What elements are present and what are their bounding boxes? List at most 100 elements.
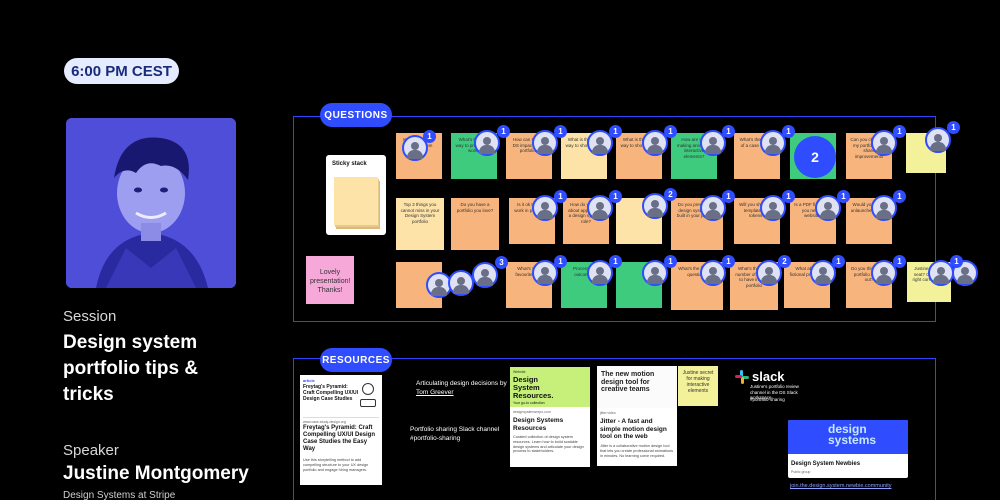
reaction-count-badge: 1	[722, 255, 735, 268]
resources-board[interactable]	[293, 358, 936, 500]
reaction-count-badge: 1	[893, 125, 906, 138]
ds-newbies-card[interactable]: design systems Design System Newbies Pub…	[788, 420, 908, 478]
ds-resources-card[interactable]: Website Design System Resources. Your go…	[510, 367, 590, 467]
reaction-count-badge: 1	[950, 255, 963, 268]
user-avatar-icon[interactable]	[642, 260, 668, 286]
user-avatar-icon[interactable]	[871, 130, 897, 156]
reaction-count-badge-large[interactable]: 2	[794, 136, 836, 178]
sticky-stack[interactable]: Sticky stack	[326, 155, 386, 235]
jitter-desc: Jitter is a collaborative motion design …	[600, 444, 674, 458]
user-avatar-icon[interactable]	[587, 130, 613, 156]
ds-resources-banner: Website Design System Resources. Your go…	[510, 367, 590, 407]
questions-board[interactable]	[293, 116, 936, 322]
speaker-name: Justine Montgomery	[63, 463, 249, 484]
user-avatar-icon[interactable]	[587, 260, 613, 286]
sticky-note[interactable]: Will you share the template with tokens?	[734, 198, 780, 244]
reaction-count-badge: 1	[837, 190, 850, 203]
jitter-title: Jitter - A fast and simple motion design…	[600, 418, 667, 440]
reaction-count-badge: 1	[832, 255, 845, 268]
session-label: Session	[63, 308, 117, 325]
reaction-count-badge: 1	[947, 121, 960, 134]
jitter-card[interactable]: The new motion design tool for creative …	[597, 366, 677, 466]
freytag-article-card[interactable]: article Freytag's Pyramid: Craft Compell…	[300, 375, 382, 485]
user-avatar-icon[interactable]	[472, 262, 498, 288]
slack-desc-channel[interactable]: #portfolio-sharing	[750, 397, 785, 402]
reaction-count-badge: 2	[664, 188, 677, 201]
user-avatar-icon[interactable]	[474, 130, 500, 156]
jitter-url: jitter.video	[600, 411, 616, 415]
speaker-org: Design Systems at Stripe	[63, 490, 176, 500]
articulating-text: Articulating design decisions by	[416, 380, 507, 387]
freytag-desc: Use this storytelling method to add comp…	[303, 458, 369, 472]
reaction-count-badge: 1	[722, 190, 735, 203]
ds-newbies-title: Design System Newbies	[791, 461, 861, 467]
slack-channel-name[interactable]: #portfolio-sharing	[410, 435, 461, 442]
reaction-count-badge: 1	[554, 190, 567, 203]
ds-newbies-link[interactable]: join.the.design.system.newbie.community	[790, 483, 892, 489]
slack-wordmark: slack	[752, 369, 785, 384]
reaction-count-badge: 1	[497, 125, 510, 138]
user-avatar-icon[interactable]	[815, 195, 841, 221]
slack-channel-text: Portfolio sharing Slack channel	[410, 426, 500, 433]
justine-secret-note[interactable]: Justine secret for making interactive el…	[678, 366, 718, 406]
user-avatar-icon[interactable]	[760, 130, 786, 156]
resources-pill[interactable]: RESOURCES	[320, 348, 392, 372]
user-avatar-icon[interactable]	[587, 195, 613, 221]
user-avatar-icon[interactable]	[810, 260, 836, 286]
freytag-logo-icon	[362, 383, 374, 395]
user-avatar-icon[interactable]	[532, 195, 558, 221]
speaker-photo	[66, 118, 236, 288]
user-avatar-icon[interactable]	[532, 260, 558, 286]
user-avatar-icon[interactable]	[871, 260, 897, 286]
ds-resources-title: Design Systems Resources	[513, 417, 564, 432]
user-avatar-icon[interactable]	[871, 195, 897, 221]
slack-icon	[735, 369, 749, 384]
user-avatar-icon[interactable]	[760, 195, 786, 221]
reaction-count-badge: 1	[609, 190, 622, 203]
user-avatar-icon[interactable]	[642, 193, 668, 219]
time-badge: 6:00 PM CEST	[64, 58, 179, 84]
reaction-count-badge: 3	[495, 256, 508, 269]
jitter-banner: The new motion design tool for creative …	[597, 366, 677, 408]
reaction-count-badge: 2	[778, 255, 791, 268]
sticky-stack-label: Sticky stack	[332, 161, 367, 167]
reaction-count-badge: 1	[664, 125, 677, 138]
freytag-headline: Freytag's Pyramid: Craft Compelling UX/U…	[303, 384, 358, 402]
reaction-count-badge: 1	[609, 255, 622, 268]
session-title: Design system portfolio tips & tricks	[63, 332, 199, 405]
freytag-logo-icon	[360, 399, 376, 407]
sticky-note[interactable]: Top 3 things you cannot miss in your Des…	[396, 198, 444, 250]
reaction-count-badge: 1	[423, 130, 436, 143]
user-avatar-icon[interactable]	[925, 127, 951, 153]
ds-resources-desc: Curated collection of design system reso…	[513, 435, 584, 454]
user-avatar-icon[interactable]	[532, 130, 558, 156]
speaker-label: Speaker	[63, 442, 119, 459]
ds-resources-banner-sub: Your go-to collection	[513, 401, 545, 405]
user-avatar-icon[interactable]	[952, 260, 978, 286]
freytag-tag: article	[303, 378, 315, 383]
reaction-count-badge: 1	[782, 190, 795, 203]
tom-greever-link[interactable]: Tom Greever	[416, 389, 454, 396]
questions-pill[interactable]: QUESTIONS	[320, 103, 392, 127]
ds-newbies-banner: design systems	[788, 420, 908, 454]
user-avatar-icon[interactable]	[642, 130, 668, 156]
user-avatar-icon[interactable]	[402, 135, 428, 161]
reaction-count-badge: 1	[664, 255, 677, 268]
reaction-count-badge: 1	[722, 125, 735, 138]
ds-resources-url: designsystemsrepo.com	[513, 410, 551, 414]
reaction-count-badge: 1	[554, 255, 567, 268]
ds-newbies-banner-text: design systems	[828, 422, 877, 447]
sticky-stack-pad	[334, 177, 378, 225]
user-avatar-icon[interactable]	[700, 195, 726, 221]
slack-logo[interactable]: slack	[735, 369, 785, 384]
ds-resources-tag: Website	[513, 370, 526, 374]
sticky-note-thanks[interactable]: Lovely presentation! Thanks!	[306, 256, 354, 304]
user-avatar-icon[interactable]	[700, 260, 726, 286]
user-avatar-icon[interactable]	[700, 130, 726, 156]
user-avatar-icon[interactable]	[448, 270, 474, 296]
sticky-note[interactable]: Do you have a portfolio you love?	[451, 198, 499, 250]
reaction-count-badge: 1	[893, 255, 906, 268]
freytag-title: Freytag's Pyramid: Craft Compelling UX/U…	[303, 425, 376, 452]
reaction-count-badge: 1	[609, 125, 622, 138]
user-avatar-icon[interactable]	[756, 260, 782, 286]
